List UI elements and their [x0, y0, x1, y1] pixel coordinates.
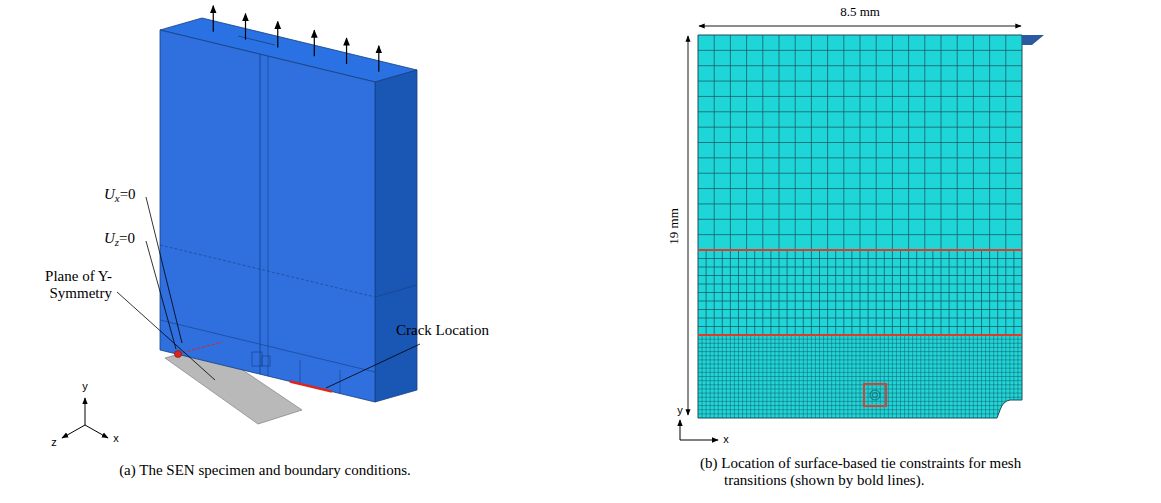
fine-block: [252, 352, 262, 366]
axis-label: z: [51, 436, 57, 449]
mesh-line: [698, 65, 1022, 66]
load-arrow: [346, 38, 347, 64]
part-corner: [1022, 35, 1044, 45]
mesh-line: [698, 111, 1022, 112]
mesh-line: [698, 388, 1022, 389]
mesh-line: [698, 318, 1022, 319]
mesh-line: [698, 355, 1022, 356]
mesh-line: [698, 380, 1022, 381]
leader-line: [326, 344, 420, 388]
leader-line: [146, 241, 176, 349]
mesh-line: [698, 359, 1022, 360]
mesh-line: [698, 393, 1022, 394]
mesh-region: [698, 35, 1022, 335]
mesh-line: [698, 409, 1022, 410]
axis-arrow: [680, 440, 718, 441]
mesh-line: [698, 413, 1022, 414]
caption: (a) The SEN specimen and boundary condit…: [119, 462, 411, 479]
callout-label: Uz=0: [104, 230, 135, 247]
mesh-line: [698, 326, 1022, 327]
mesh-line: [698, 142, 1022, 143]
mesh-line: [698, 368, 1022, 369]
mesh-line: [698, 301, 1022, 302]
mesh-line: [698, 50, 1022, 51]
caption: (b) Location of surface-based tie constr…: [700, 455, 1084, 490]
mesh-line: [698, 372, 1022, 373]
leader-line: [117, 292, 215, 380]
leader-line: [146, 197, 182, 343]
partition-line: [375, 285, 417, 297]
mesh-line: [698, 96, 1022, 97]
mesh-line: [698, 292, 1022, 293]
mesh-line: [698, 219, 1022, 220]
callout-label: Crack Location: [396, 322, 489, 339]
axis-arrow: [62, 425, 85, 438]
dimension-label: 8.5 mm: [840, 5, 880, 20]
axis-label: y: [677, 404, 683, 417]
mesh-line: [698, 343, 1022, 344]
mesh-lines: [698, 35, 1022, 418]
mesh-region: [698, 335, 1022, 418]
tie-constraint-box: [864, 384, 886, 406]
mesh-illustration: [698, 35, 1044, 418]
mesh-line: [698, 267, 1022, 268]
partition-line: [160, 245, 375, 297]
mesh-line: [698, 157, 1022, 158]
tie-constraint-line: [698, 334, 1022, 336]
load-arrow: [213, 6, 214, 32]
partition-line: [268, 56, 269, 376]
mesh-line: [698, 347, 1022, 348]
crack-line: [290, 382, 332, 392]
mesh-line: [698, 397, 1022, 398]
axis-arrow: [680, 420, 681, 440]
mesh-line: [698, 401, 1022, 402]
callout-label: Ux=0: [104, 186, 136, 203]
mesh-line: [698, 376, 1022, 377]
partition-line: [238, 36, 275, 45]
crack-tip-mesh: [870, 390, 880, 400]
axis-label: x: [113, 432, 119, 445]
mesh-line: [698, 173, 1022, 174]
mesh-line: [698, 275, 1022, 276]
dimension-arrow: [699, 26, 1021, 27]
partition-line: [300, 360, 301, 384]
callout-label: Plane of Y-Symmetry: [17, 268, 112, 303]
mesh-line: [698, 339, 1022, 340]
crack-tip-mesh: [873, 393, 878, 398]
mesh-line: [698, 284, 1022, 285]
mesh-line: [698, 405, 1022, 406]
partition-line: [260, 54, 261, 374]
load-arrows: [213, 6, 379, 72]
axis-arrow: [85, 398, 86, 425]
constraint-point: [175, 351, 182, 358]
mesh-line: [698, 364, 1022, 365]
axis-label: x: [723, 433, 729, 446]
mesh-line: [698, 309, 1022, 310]
partition-line: [160, 320, 375, 372]
axis-arrow: [85, 425, 108, 438]
side-face: [375, 70, 417, 402]
fine-block: [262, 356, 270, 366]
load-arrow: [245, 14, 246, 40]
dimension-arrow: [688, 36, 689, 415]
front-face: [160, 30, 375, 402]
mesh-line: [698, 258, 1022, 259]
mesh-line: [698, 81, 1022, 82]
axis-label: y: [82, 380, 88, 393]
mesh-outline: [698, 35, 1022, 418]
mesh-line: [698, 234, 1022, 235]
mesh-line: [698, 384, 1022, 385]
load-arrow: [378, 46, 379, 72]
load-arrow: [314, 30, 315, 56]
load-arrow: [277, 21, 278, 47]
mesh-line: [698, 203, 1022, 204]
tie-constraint-line: [698, 249, 1022, 251]
mesh-line: [698, 188, 1022, 189]
mesh-line: [698, 127, 1022, 128]
mesh-line: [698, 351, 1022, 352]
dimension-label: 19 mm: [667, 208, 682, 244]
